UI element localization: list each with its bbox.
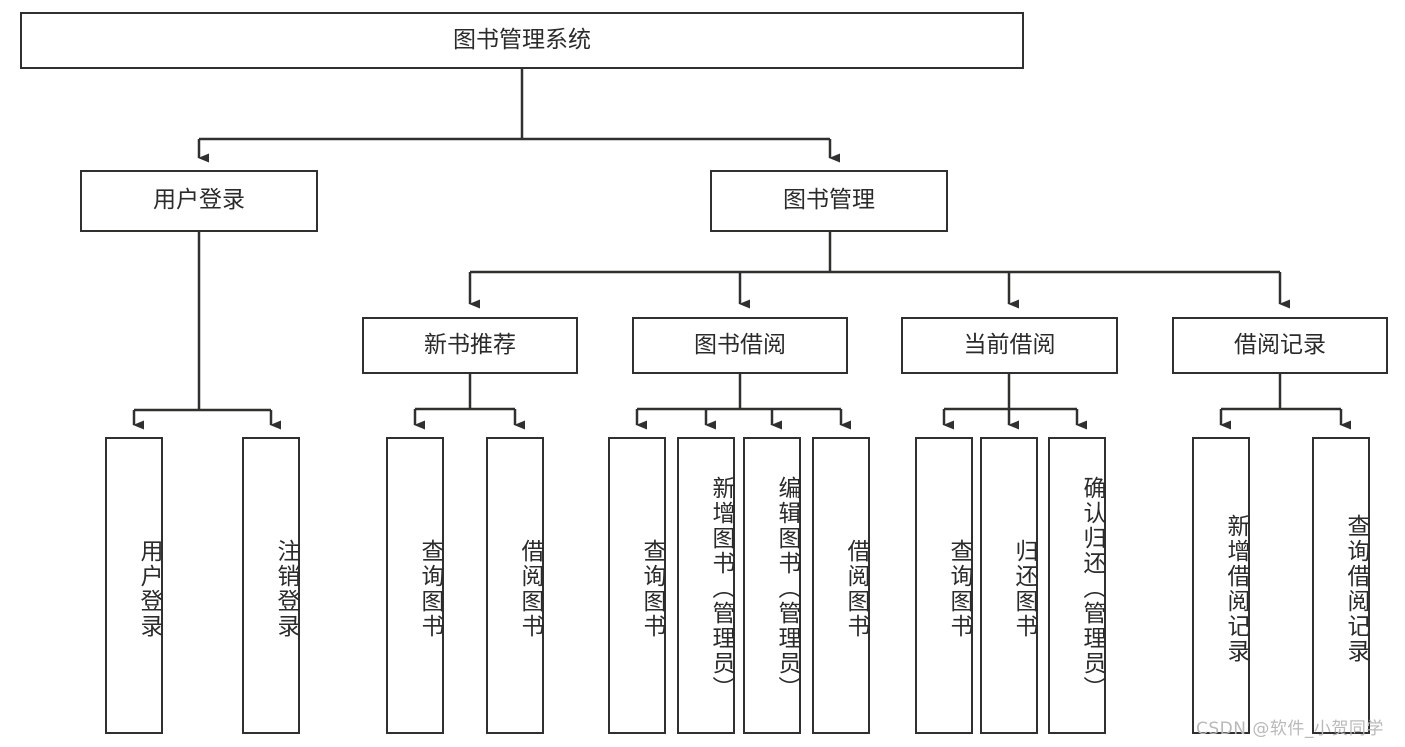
leaf-edit-book-admin[interactable]: 编辑图书（管理员） [743,437,801,734]
leaf-add-book-admin[interactable]: 新增图书（管理员） [677,437,735,734]
node-book-borrow[interactable]: 图书借阅 [632,317,848,374]
csdn-watermark: CSDN @软件_小贺同学 [1196,719,1384,739]
leaf-add-borrow-record[interactable]: 新增借阅记录 [1192,437,1250,734]
leaf-return-book[interactable]: 归还图书 [980,437,1038,734]
leaf-confirm-return-admin[interactable]: 确认归还（管理员） [1048,437,1106,734]
leaf-query-borrow-record[interactable]: 查询借阅记录 [1312,437,1370,734]
node-borrow-record[interactable]: 借阅记录 [1172,317,1388,374]
leaf-query-book-current[interactable]: 查询图书 [915,437,973,734]
node-new-book-recommend[interactable]: 新书推荐 [362,317,578,374]
leaf-borrow-book-recommend[interactable]: 借阅图书 [486,437,544,734]
node-user-login[interactable]: 用户登录 [80,170,318,232]
node-book-management[interactable]: 图书管理 [710,170,948,232]
leaf-query-book-recommend[interactable]: 查询图书 [386,437,444,734]
leaf-user-logout[interactable]: 注销登录 [242,437,300,734]
leaf-user-login[interactable]: 用户登录 [105,437,163,734]
leaf-query-book-borrow[interactable]: 查询图书 [608,437,666,734]
leaf-borrow-book[interactable]: 借阅图书 [812,437,870,734]
node-root[interactable]: 图书管理系统 [20,12,1024,69]
node-current-borrow[interactable]: 当前借阅 [901,317,1118,374]
